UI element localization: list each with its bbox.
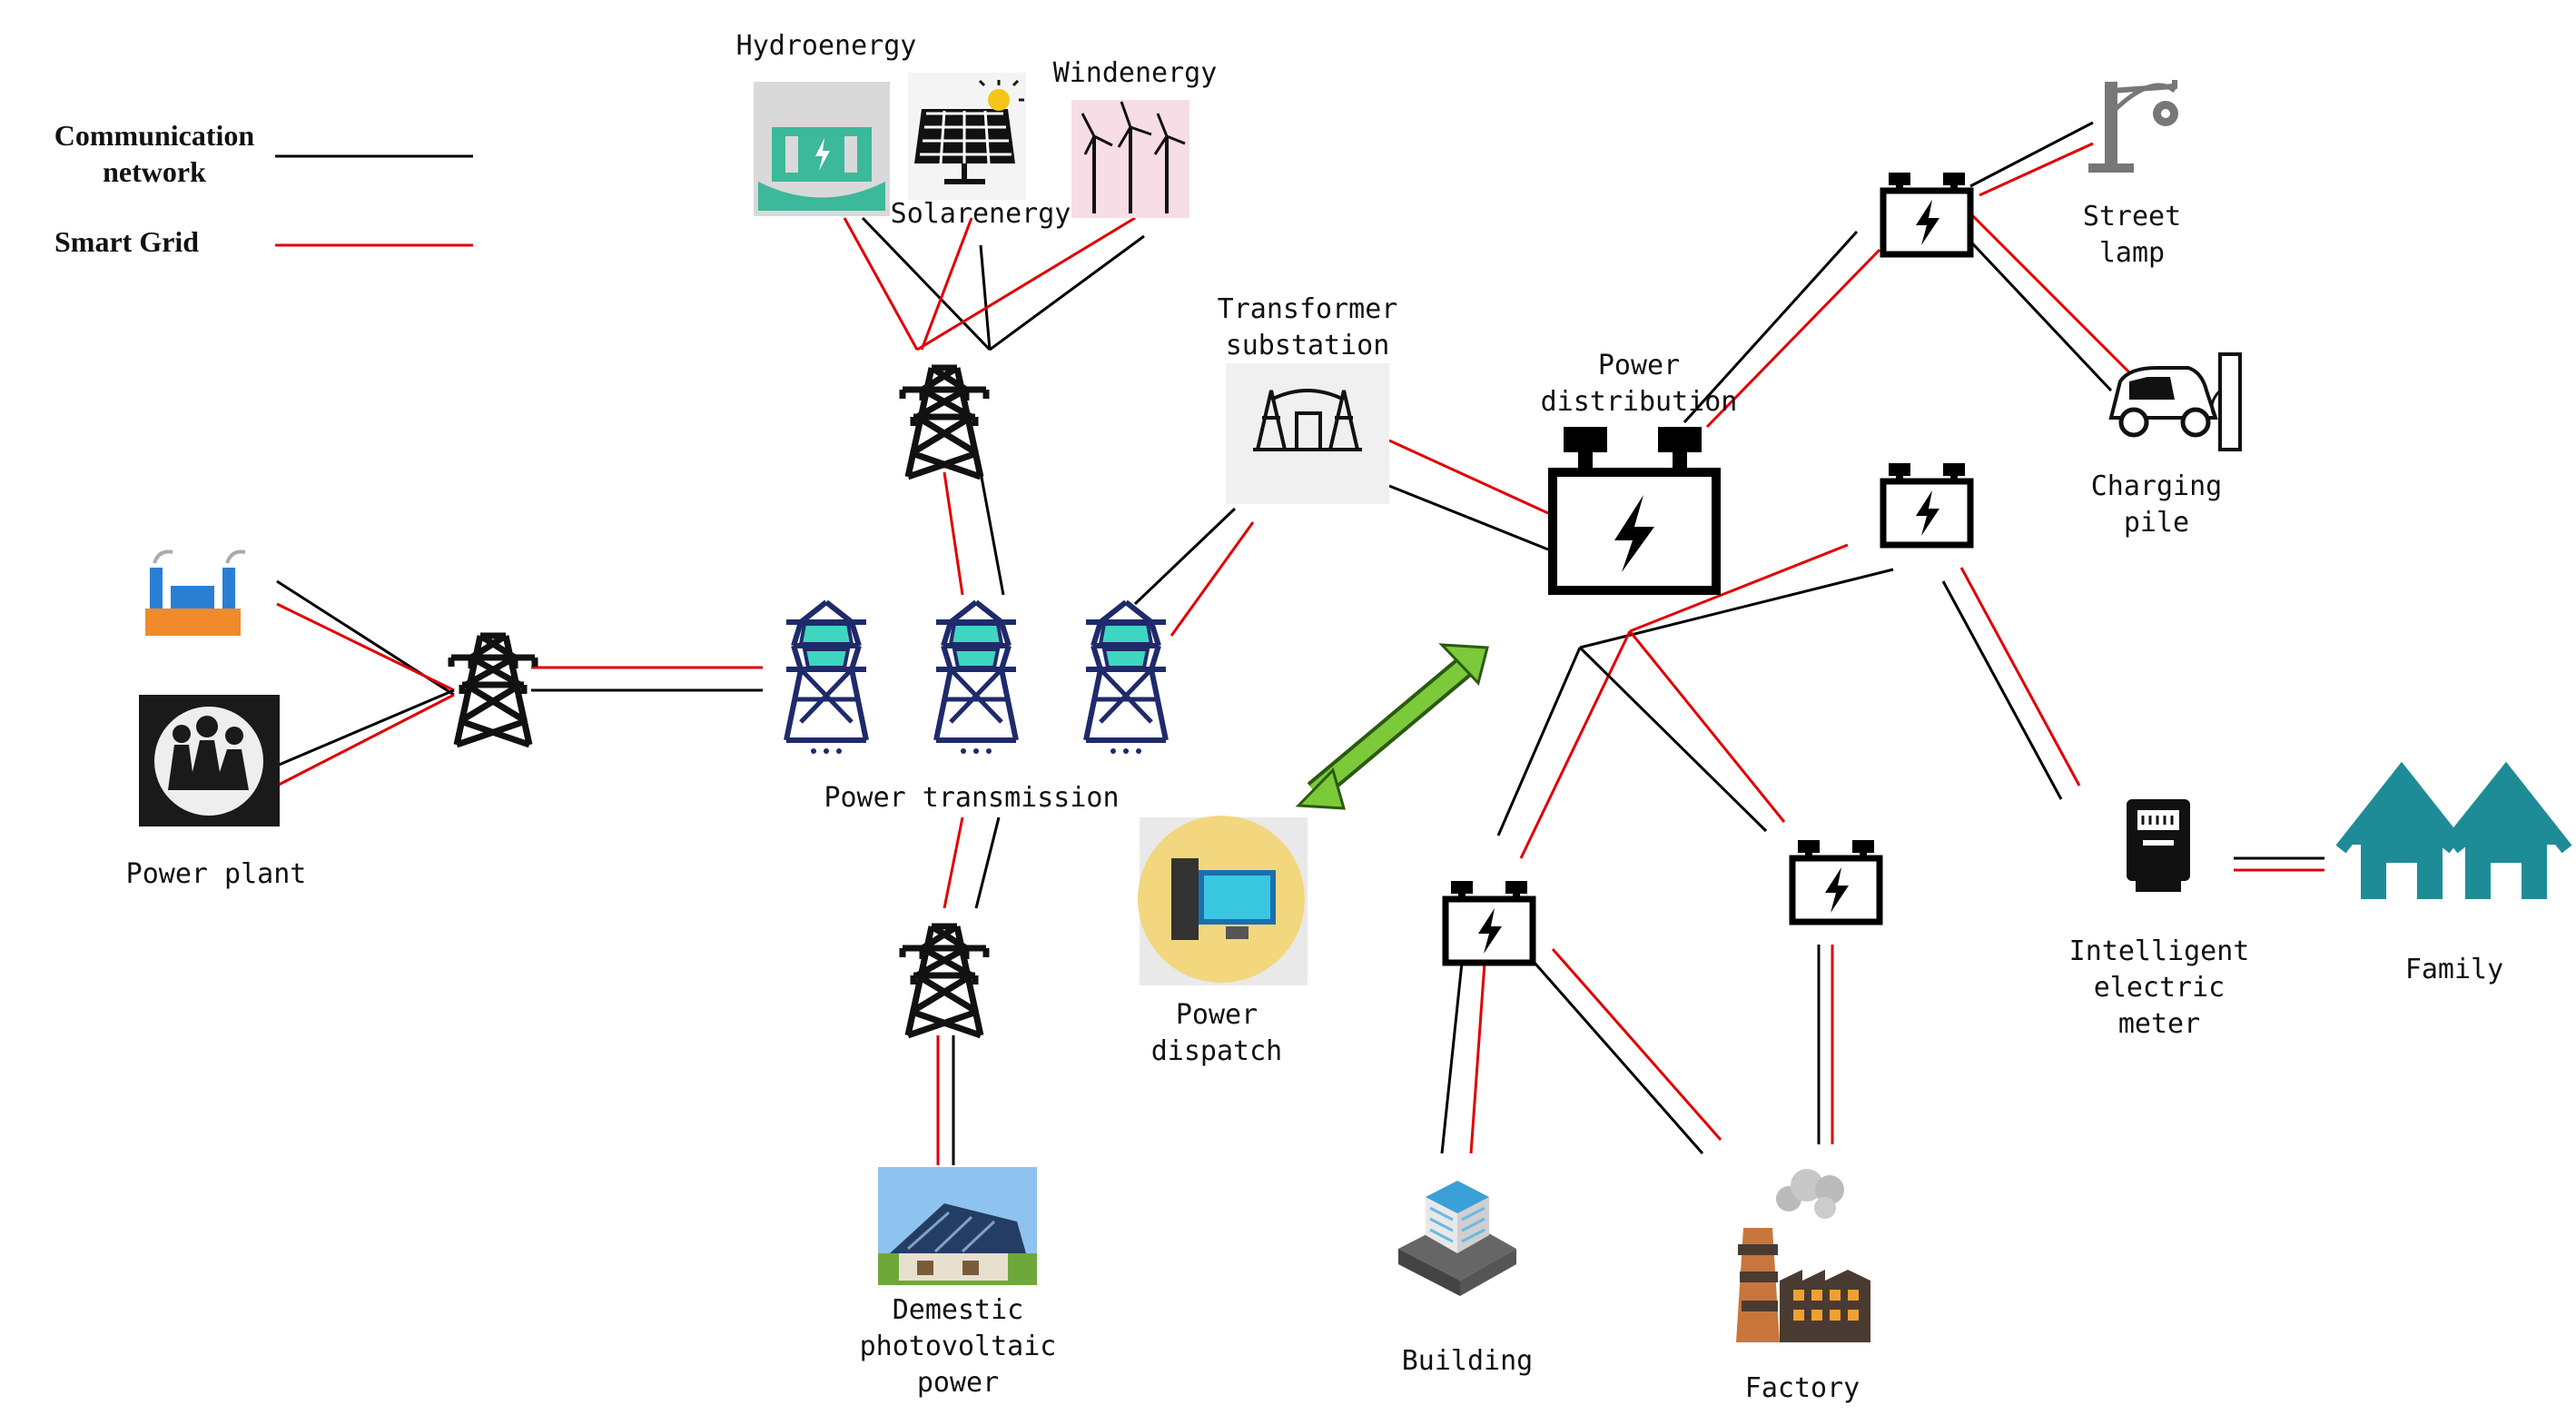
power-plant-coal-icon — [139, 695, 280, 826]
hydroenergy-label: Hydroenergy — [736, 30, 917, 62]
domestic-pv-label-2: photovoltaic — [860, 1331, 1057, 1362]
solarenergy-label: Solarenergy — [891, 198, 1071, 230]
charging-pile-label-2: pile — [2124, 507, 2189, 539]
bottom-tower-icon — [903, 926, 986, 1035]
pylon-icon — [936, 602, 1016, 754]
power-plant-label: Power plant — [126, 858, 307, 890]
power-plant-factory-icon — [136, 527, 246, 645]
power-transmission-label: Power transmission — [824, 782, 1119, 814]
family-houses-icon — [2335, 761, 2572, 899]
pylon-icon — [1086, 602, 1166, 754]
factory-battery-icon — [1792, 840, 1880, 922]
transmission-pylons — [786, 602, 1166, 754]
hydroenergy-icon — [754, 82, 890, 216]
meter-label-2: electric — [2094, 972, 2226, 1004]
factory-label: Factory — [1745, 1372, 1860, 1404]
pylon-icon — [786, 602, 866, 754]
power-distribution-battery-icon — [1548, 427, 1721, 595]
power-dispatch-icon — [1138, 816, 1308, 985]
power-dispatch-label-2: dispatch — [1151, 1035, 1283, 1067]
charging-pile-label: Charging — [2091, 470, 2223, 502]
middle-right-battery-icon — [1883, 463, 1970, 545]
connection-lines — [275, 121, 2324, 1165]
power-distribution-label: Power — [1598, 350, 1680, 381]
meter-label-3: meter — [2118, 1008, 2200, 1040]
transformer-label: Transformer — [1218, 293, 1398, 325]
power-distribution-label-2: distribution — [1541, 386, 1738, 418]
top-tower-icon — [903, 368, 986, 477]
legend-smart-grid-label: Smart Grid — [54, 225, 199, 258]
street-lamp-icon — [2088, 80, 2178, 173]
factory-icon — [1736, 1169, 1870, 1342]
left-tower-icon — [451, 636, 535, 745]
family-label: Family — [2405, 954, 2503, 985]
domestic-pv-label-3: power — [917, 1367, 999, 1399]
domestic-pv-label: Demestic — [893, 1294, 1024, 1326]
legend-communication-label-2: network — [103, 155, 206, 188]
transformer-label-2: substation — [1226, 330, 1390, 361]
dispatch-double-arrow-icon — [1295, 643, 1489, 810]
solar-panel-icon — [908, 73, 1026, 200]
power-dispatch-label: Power — [1176, 999, 1258, 1031]
windenergy-label: Windenergy — [1053, 57, 1218, 89]
street-lamp-label: Street — [2083, 201, 2181, 233]
domestic-photovoltaic-icon — [878, 1167, 1037, 1285]
building-battery-icon — [1446, 881, 1533, 963]
legend-communication-label: Communication — [54, 119, 255, 152]
charging-pile-icon — [2108, 352, 2242, 451]
building-icon — [1398, 1181, 1516, 1296]
transformer-substation-icon — [1226, 363, 1389, 504]
meter-label: Intelligent — [2069, 935, 2250, 967]
intelligent-electric-meter-icon — [2127, 799, 2190, 892]
top-right-battery-icon — [1883, 173, 1970, 254]
wind-turbine-icon — [1071, 100, 1189, 218]
street-lamp-label-2: lamp — [2099, 237, 2165, 269]
building-label: Building — [1402, 1345, 1534, 1377]
